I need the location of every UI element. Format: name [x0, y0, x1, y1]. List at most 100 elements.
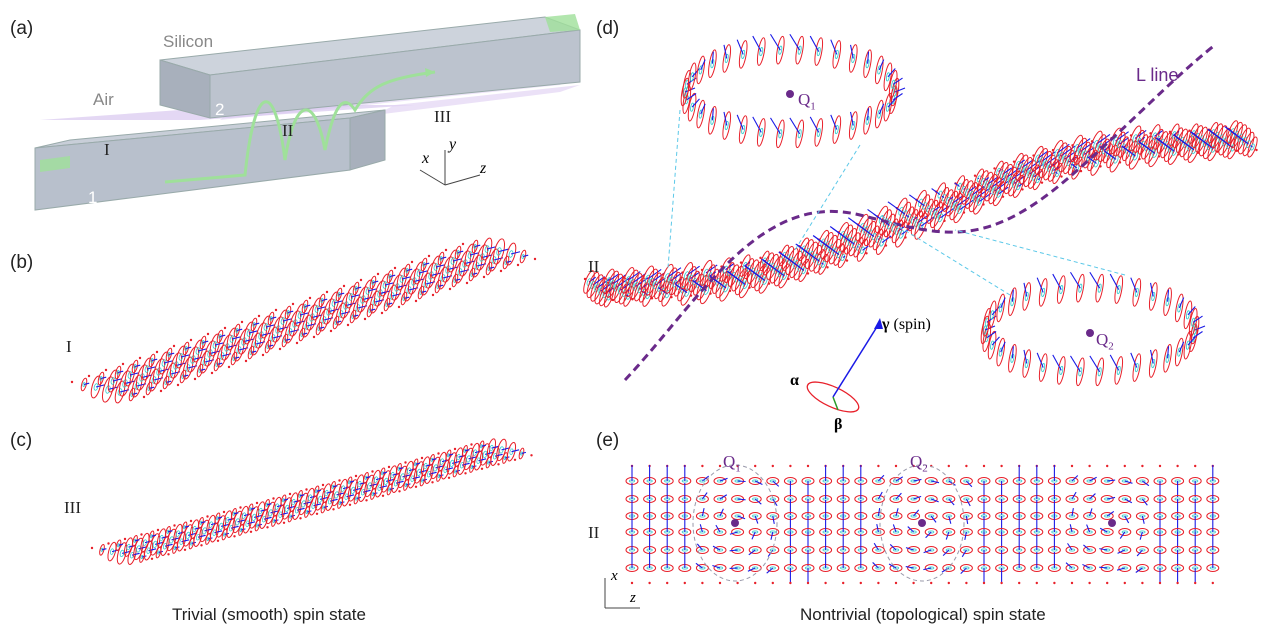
spin-dot	[806, 464, 810, 468]
spin-ellipse	[436, 470, 444, 482]
spin-ellipse	[359, 278, 363, 282]
spin-ellipse	[1008, 287, 1017, 317]
spin-ellipse	[264, 498, 272, 511]
spin-ellipse	[480, 467, 484, 470]
spin-ellipse	[748, 546, 762, 556]
spin-ellipse	[1003, 166, 1025, 195]
spin-ellipse	[973, 174, 977, 177]
spin-ellipse	[1022, 282, 1032, 311]
spin-ellipse	[766, 528, 780, 540]
spin-ellipse	[502, 452, 510, 464]
spin-ellipse	[370, 488, 378, 500]
spin-ellipse	[830, 39, 842, 69]
spin-ellipse	[995, 564, 1009, 584]
spin-ellipse	[783, 512, 797, 532]
spin-ellipse	[836, 552, 850, 572]
spin-legend	[806, 318, 883, 413]
spin-ellipse	[801, 546, 815, 566]
spin-ellipse	[410, 260, 414, 264]
spin-ellipse	[431, 293, 435, 297]
spin-dot	[1176, 464, 1179, 468]
q2-label-d: Q2	[1096, 330, 1114, 353]
panel-e-label: (e)	[596, 430, 620, 451]
spin-ellipse	[770, 117, 785, 149]
spin-ellipse	[854, 552, 868, 572]
spin-ellipse	[1118, 528, 1132, 539]
spin-dot	[947, 581, 950, 585]
panel-d-region: II	[588, 257, 600, 276]
spin-ellipse	[354, 474, 358, 478]
spin-dot	[754, 581, 757, 585]
spin-ellipse	[1138, 157, 1141, 161]
spin-ellipse	[107, 542, 110, 545]
spin-ellipse	[678, 534, 692, 554]
spin-ellipse	[1109, 354, 1124, 385]
spin-ellipse	[809, 35, 824, 66]
spin-ellipse	[713, 508, 727, 520]
inset-ring-Q2	[980, 271, 1206, 387]
spin-ellipse	[767, 282, 771, 285]
spin-ellipse	[1022, 349, 1032, 378]
spin-ellipse	[748, 477, 763, 485]
spin-ellipse	[984, 174, 1006, 202]
spin-ellipse	[1118, 477, 1133, 485]
spin-ellipse	[1065, 543, 1079, 554]
axis-y-label: y	[449, 136, 457, 153]
spin-ellipse	[1135, 495, 1149, 506]
spin-ellipse	[403, 479, 411, 491]
spin-dot	[824, 581, 827, 585]
spin-ellipse	[801, 477, 815, 497]
spin-ellipse	[255, 501, 259, 505]
spin-ellipse	[332, 508, 335, 511]
spin-ellipse	[942, 528, 956, 540]
spin-ellipse	[348, 503, 352, 506]
spin-ellipse	[747, 564, 762, 572]
spin-ellipse	[1117, 546, 1132, 554]
spin-ellipse	[884, 244, 888, 247]
spin-ellipse	[824, 238, 842, 265]
spin-ellipse	[249, 530, 253, 533]
spin-ellipse	[1171, 512, 1185, 532]
spin-dot	[701, 581, 704, 585]
spin-ellipse	[625, 465, 639, 485]
spin-ellipse	[478, 440, 487, 453]
spin-ellipse	[695, 492, 709, 503]
spin-dot	[1211, 581, 1215, 585]
spin-ellipse	[1083, 524, 1097, 536]
spin-ellipse	[888, 69, 903, 99]
spin-ellipse	[907, 495, 922, 503]
spin-ellipse	[995, 512, 1009, 532]
panel-b-label: (b)	[10, 252, 34, 273]
spin-ellipse	[239, 506, 242, 509]
spin-ellipse	[1032, 169, 1044, 191]
spin-ellipse	[297, 489, 305, 502]
spin-ellipse	[1001, 195, 1005, 198]
spin-ellipse	[993, 167, 996, 170]
spin-ellipse	[142, 395, 146, 399]
spin-ellipse	[240, 320, 244, 324]
spin-ellipse	[731, 477, 746, 485]
axes-e	[604, 578, 640, 609]
spin-ellipse	[819, 534, 833, 554]
spin-ellipse	[759, 256, 762, 260]
spin-ellipse	[352, 296, 368, 320]
spin-ellipse	[848, 44, 858, 73]
spin-ellipse	[1012, 534, 1026, 554]
spin-dot	[1053, 581, 1056, 585]
spin-ellipse	[465, 281, 469, 285]
spin-ellipse	[165, 347, 175, 362]
beta-label: β	[834, 416, 843, 433]
spin-ellipse	[889, 544, 903, 554]
spin-ellipse	[1065, 491, 1079, 503]
spin-ellipse	[222, 510, 226, 514]
spin-ellipse	[696, 55, 706, 85]
spin-ellipse	[748, 286, 751, 289]
spin-ellipse	[114, 380, 130, 404]
spin-ellipse	[304, 506, 312, 518]
spin-dot	[806, 581, 810, 585]
spin-ellipse	[206, 515, 209, 518]
spin-ellipse	[871, 562, 885, 572]
spin-ellipse	[352, 281, 362, 296]
spin-ellipse	[312, 335, 316, 339]
spin-ellipse	[819, 552, 833, 572]
